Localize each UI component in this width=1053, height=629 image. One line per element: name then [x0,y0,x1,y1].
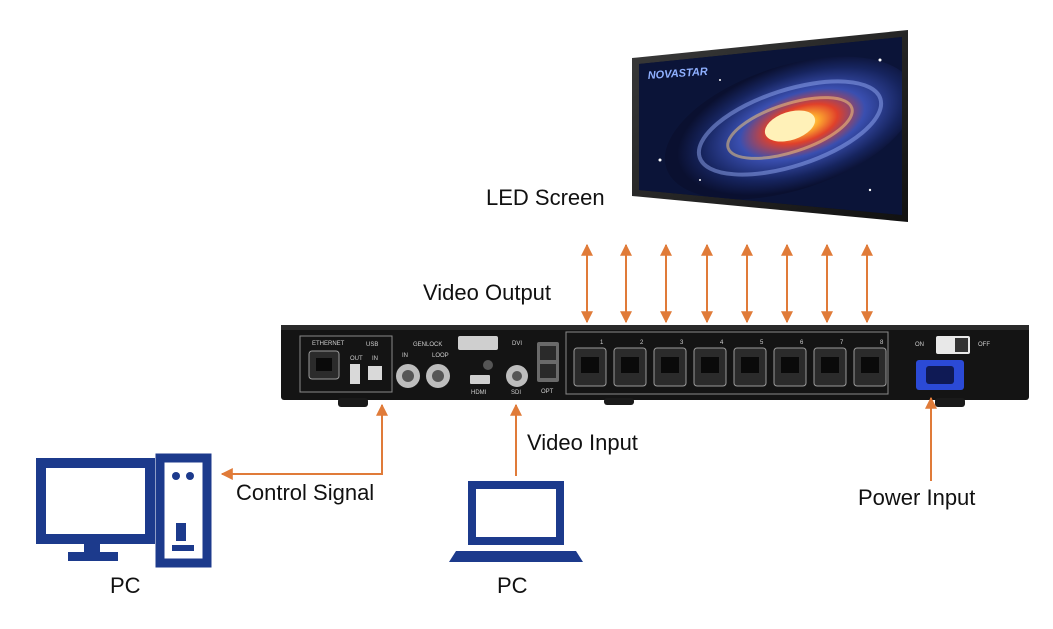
pc-desktop-label: PC [110,573,141,598]
usb-port-label: USB [366,342,378,348]
genlock-loop-label: LOOP [432,353,449,359]
output-port-number: 3 [680,340,684,346]
output-port-8: 8 [853,340,887,387]
output-port-6: 6 [773,340,807,387]
ethernet-port-label: ETHERNET [312,341,345,347]
output-port-number: 6 [800,340,804,346]
genlock-in-label: IN [402,353,408,359]
power-port-block: ON OFF [915,336,990,390]
screen-brand-logo: NOVASTAR [647,66,708,82]
output-ports: 1 2 3 4 5 6 7 8 [573,340,887,387]
input-port-block: DVI HDMI SDI OPT [458,336,559,396]
power-input-label: Power Input [858,485,976,510]
output-port-number: 5 [760,340,764,346]
output-port-1: 1 [573,340,607,387]
dvi-port-label: DVI [512,341,522,347]
power-off-label: OFF [978,342,990,348]
usb-in-label: IN [372,356,378,362]
led-screen: NOVASTAR [632,30,908,222]
output-port-4: 4 [693,340,727,387]
output-port-number: 4 [720,340,724,346]
output-port-number: 8 [880,340,884,346]
video-output-label: Video Output [423,280,552,305]
video-controller-device: ETHERNET USB OUT IN GENLOCK IN LOOP DVI … [281,325,1029,407]
hdmi-port-label: HDMI [471,390,487,396]
opt-port-label: OPT [541,389,554,395]
output-port-number: 2 [640,340,644,346]
control-signal-label: Control Signal [236,480,375,505]
control-signal-arrow [220,403,388,480]
video-input-label: Video Input [527,430,638,455]
output-port-7: 7 [813,340,847,387]
output-port-5: 5 [733,340,767,387]
galaxy-image [639,37,902,215]
control-port-block: ETHERNET USB OUT IN [299,335,393,393]
laptop-pc-icon [449,481,583,562]
genlock-label: GENLOCK [413,342,442,348]
output-port-block: 1 2 3 4 5 6 7 8 [565,331,889,395]
output-port-number: 7 [840,340,844,346]
output-port-3: 3 [653,340,687,387]
led-screen-label: LED Screen [486,185,605,210]
video-output-arrows [581,243,873,324]
power-on-label: ON [915,342,924,348]
output-port-number: 1 [600,340,604,346]
genlock-port-block: GENLOCK IN LOOP [396,342,450,388]
usb-out-label: OUT [350,356,363,362]
desktop-pc-icon [36,453,212,568]
output-port-2: 2 [613,340,647,387]
pc-laptop-label: PC [497,573,528,598]
sdi-port-label: SDI [511,390,521,396]
